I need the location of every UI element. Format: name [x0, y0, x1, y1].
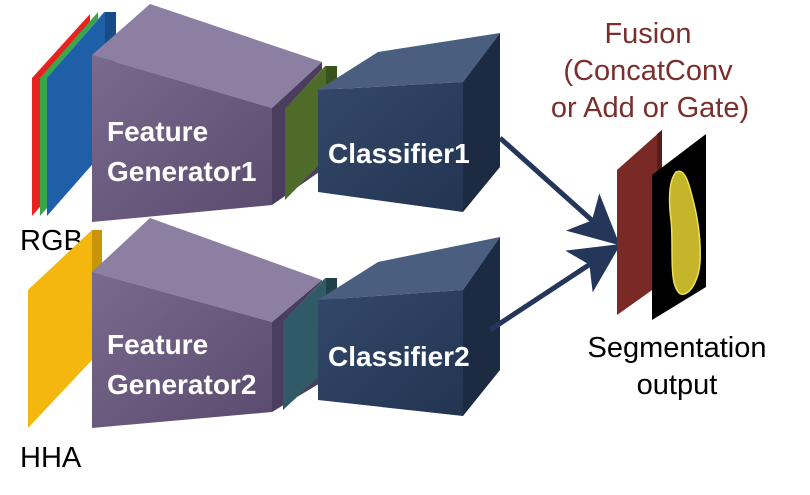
feature-generator-2-label-line2: Generator2 [107, 369, 256, 400]
output-label-line2: output [637, 369, 718, 401]
arrow-classifier1-to-output [498, 136, 620, 246]
fusion-label-line2: (ConcatConv [563, 55, 733, 87]
classifier-1-side [463, 33, 500, 212]
classifier-1-label: Classifier1 [328, 138, 470, 169]
classifier-2-side [463, 237, 500, 416]
feature-generator-1-label-line1: Feature [107, 116, 208, 147]
classifier-1: Classifier1 [318, 33, 500, 212]
rgb-blue-channel [47, 12, 105, 216]
classifier-2-front [318, 290, 463, 416]
classifier-2-top [318, 237, 500, 300]
arrow-classifier2-to-output [488, 244, 621, 333]
hha-input [28, 230, 102, 428]
feature-generator-1-top [92, 4, 322, 108]
feature-generator-1-label-line2: Generator1 [107, 156, 256, 187]
classifier-1-top [318, 33, 500, 90]
hha-channel [28, 230, 92, 428]
feature-map-2-front [283, 278, 326, 410]
segmentation-mask-region [668, 170, 701, 295]
fusion-label-line1: Fusion [604, 18, 691, 50]
feature-generator-2-label-line1: Feature [107, 329, 208, 360]
classifier-1-front [318, 82, 463, 212]
output-label-line1: Segmentation [588, 332, 767, 364]
classifier-2: Classifier2 [318, 237, 500, 416]
feature-generator-2-front [92, 272, 272, 428]
hha-label: HHA [20, 442, 82, 474]
segmentation-score-map [617, 130, 662, 315]
feature-map-1-front [285, 66, 326, 200]
feature-generator-2: Feature Generator2 [92, 218, 322, 428]
feature-generator-1-front [92, 55, 272, 222]
segmentation-output [617, 130, 706, 320]
fusion-label-line3: or Add or Gate) [551, 92, 749, 124]
classifier-2-label: Classifier2 [328, 341, 470, 372]
feature-generator-2-top [92, 218, 322, 322]
